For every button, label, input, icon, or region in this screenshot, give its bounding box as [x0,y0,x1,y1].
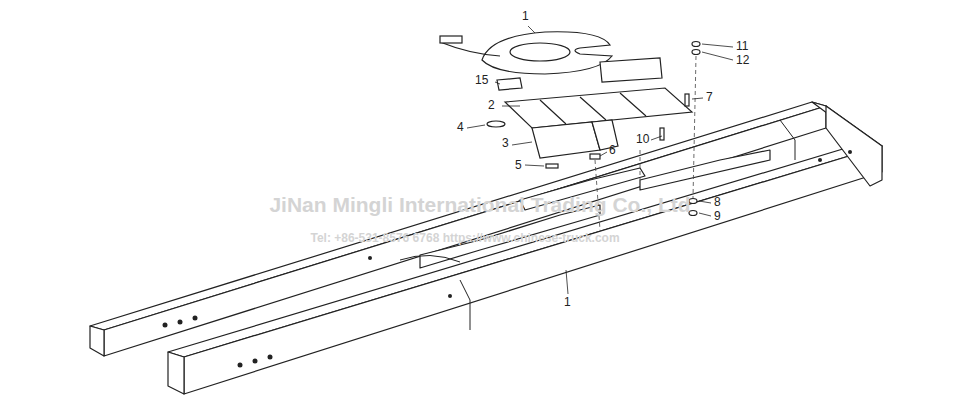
rail-end [168,352,184,394]
rail-web [104,106,826,356]
callout-number: 10 [636,133,649,145]
bolt [546,164,558,168]
rail-joint [460,280,470,330]
callout-number: 1 [522,10,529,22]
callout-number: 12 [736,54,749,66]
rail-web [184,146,882,394]
leader-line [699,213,711,216]
leader-line [502,106,520,107]
handle-grip [440,36,462,43]
bearing-bracket [600,58,662,82]
leader-line [702,44,733,47]
callout-number: 5 [515,159,522,171]
leader-line [692,98,703,99]
leader-line [528,26,535,33]
assembly-line [693,56,696,198]
fifth-wheel-plate [482,32,612,74]
bolt [685,94,689,106]
callout-number: 7 [706,91,713,103]
leader-line [467,125,485,128]
leader-line [512,142,532,145]
bracket [532,122,600,158]
watermark: JiNan Mingli International Trading Co., … [269,194,690,215]
bracket [400,255,460,262]
rail-end [90,326,104,356]
assembly-line [640,150,641,180]
bolt [660,128,664,140]
fifth-wheel-ring [510,43,570,61]
crossmember [640,150,770,190]
callout-number: 8 [714,196,721,208]
leader-line [600,152,607,156]
rail-joint [780,120,795,160]
callout-number: 1 [564,296,571,308]
handle [440,42,500,56]
leader-line [566,270,568,294]
plate-rib [540,93,646,124]
rail-flange [168,142,882,357]
watermark: Tel: +86-531-8576 6768 https://www.chine… [310,232,619,244]
bushing [497,78,522,90]
callout-number: 3 [502,137,509,149]
leader-line [651,136,662,140]
callout-number: 2 [488,99,495,111]
leader-line [699,201,711,203]
nut [692,42,700,47]
callout-number: 15 [475,74,488,86]
crossmember [826,106,882,186]
bolt [590,154,600,159]
leader-line [702,52,733,60]
callout-number: 11 [736,40,748,52]
pin [487,121,505,127]
leader-line [495,82,500,84]
callout-number: 4 [457,121,464,133]
washer [692,50,700,55]
callout-number: 9 [714,210,721,222]
leader-line [525,165,544,166]
callout-number: 6 [609,144,616,156]
